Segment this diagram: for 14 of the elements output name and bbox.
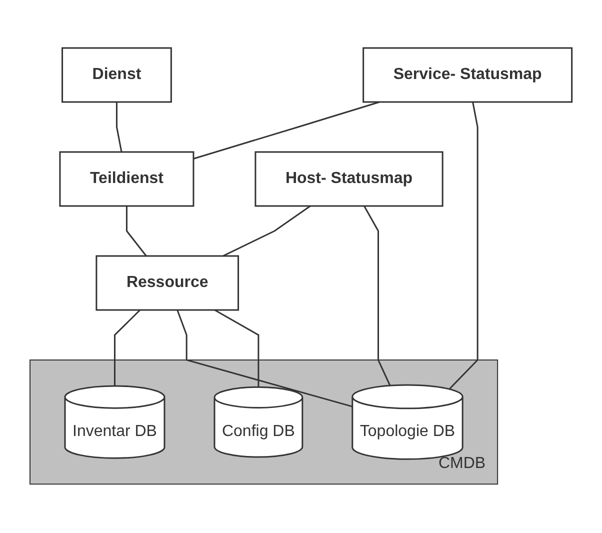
connector: [116, 102, 122, 153]
connector: [193, 102, 380, 160]
connector: [176, 310, 353, 408]
node-box: Service- Statusmap: [362, 48, 573, 104]
node-box: Teildienst: [59, 152, 194, 208]
node-box: Dienst: [62, 48, 172, 104]
connector: [114, 310, 141, 386]
connector: [448, 102, 478, 390]
connector: [214, 310, 260, 388]
node-box: Host- Statusmap: [254, 152, 444, 208]
connector: [126, 206, 147, 257]
connector: [222, 206, 311, 258]
node-box: Ressource: [96, 256, 240, 312]
connector: [364, 206, 391, 386]
